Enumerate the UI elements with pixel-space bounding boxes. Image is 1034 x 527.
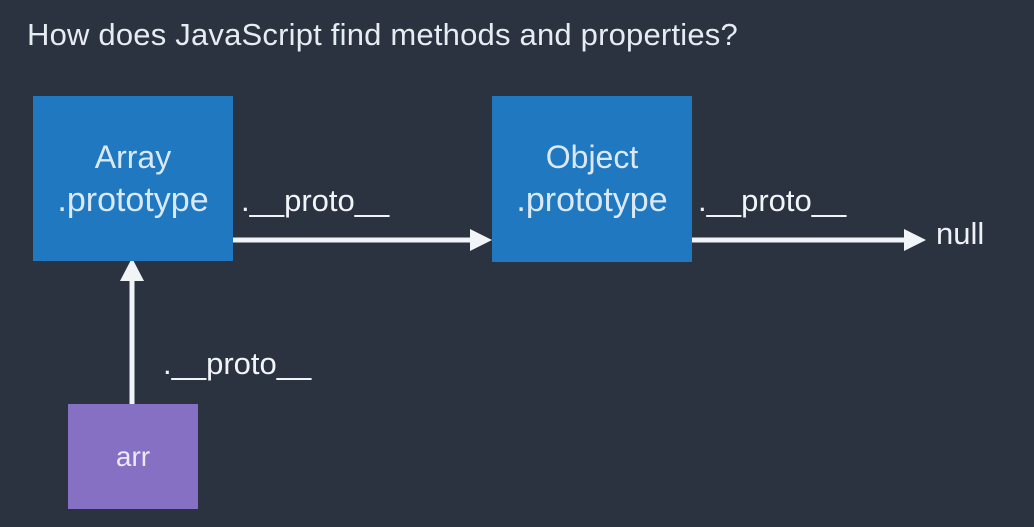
node-object-prototype-line-2: .prototype: [516, 181, 668, 219]
arrow-arr-to-array: [120, 258, 144, 404]
node-object-prototype-line-1: Object: [545, 139, 639, 175]
page-title: How does JavaScript find methods and pro…: [27, 17, 738, 52]
node-object-prototype[interactable]: Object .prototype: [492, 96, 692, 262]
edge-label-array-to-object: .__proto__: [241, 183, 390, 218]
node-arr-label: arr: [115, 440, 151, 472]
node-array-prototype[interactable]: Array .prototype: [33, 96, 233, 261]
arrow-array-to-object: [233, 229, 492, 251]
node-arr[interactable]: arr: [68, 404, 198, 509]
edge-label-object-to-null: .__proto__: [698, 183, 847, 218]
arrow-object-to-null: [692, 229, 926, 251]
edge-label-arr-to-array: .__proto__: [163, 346, 312, 381]
node-array-prototype-line-2: .prototype: [57, 180, 209, 219]
node-array-prototype-line-1: Array: [94, 138, 172, 175]
node-null-terminal: null: [936, 216, 985, 251]
